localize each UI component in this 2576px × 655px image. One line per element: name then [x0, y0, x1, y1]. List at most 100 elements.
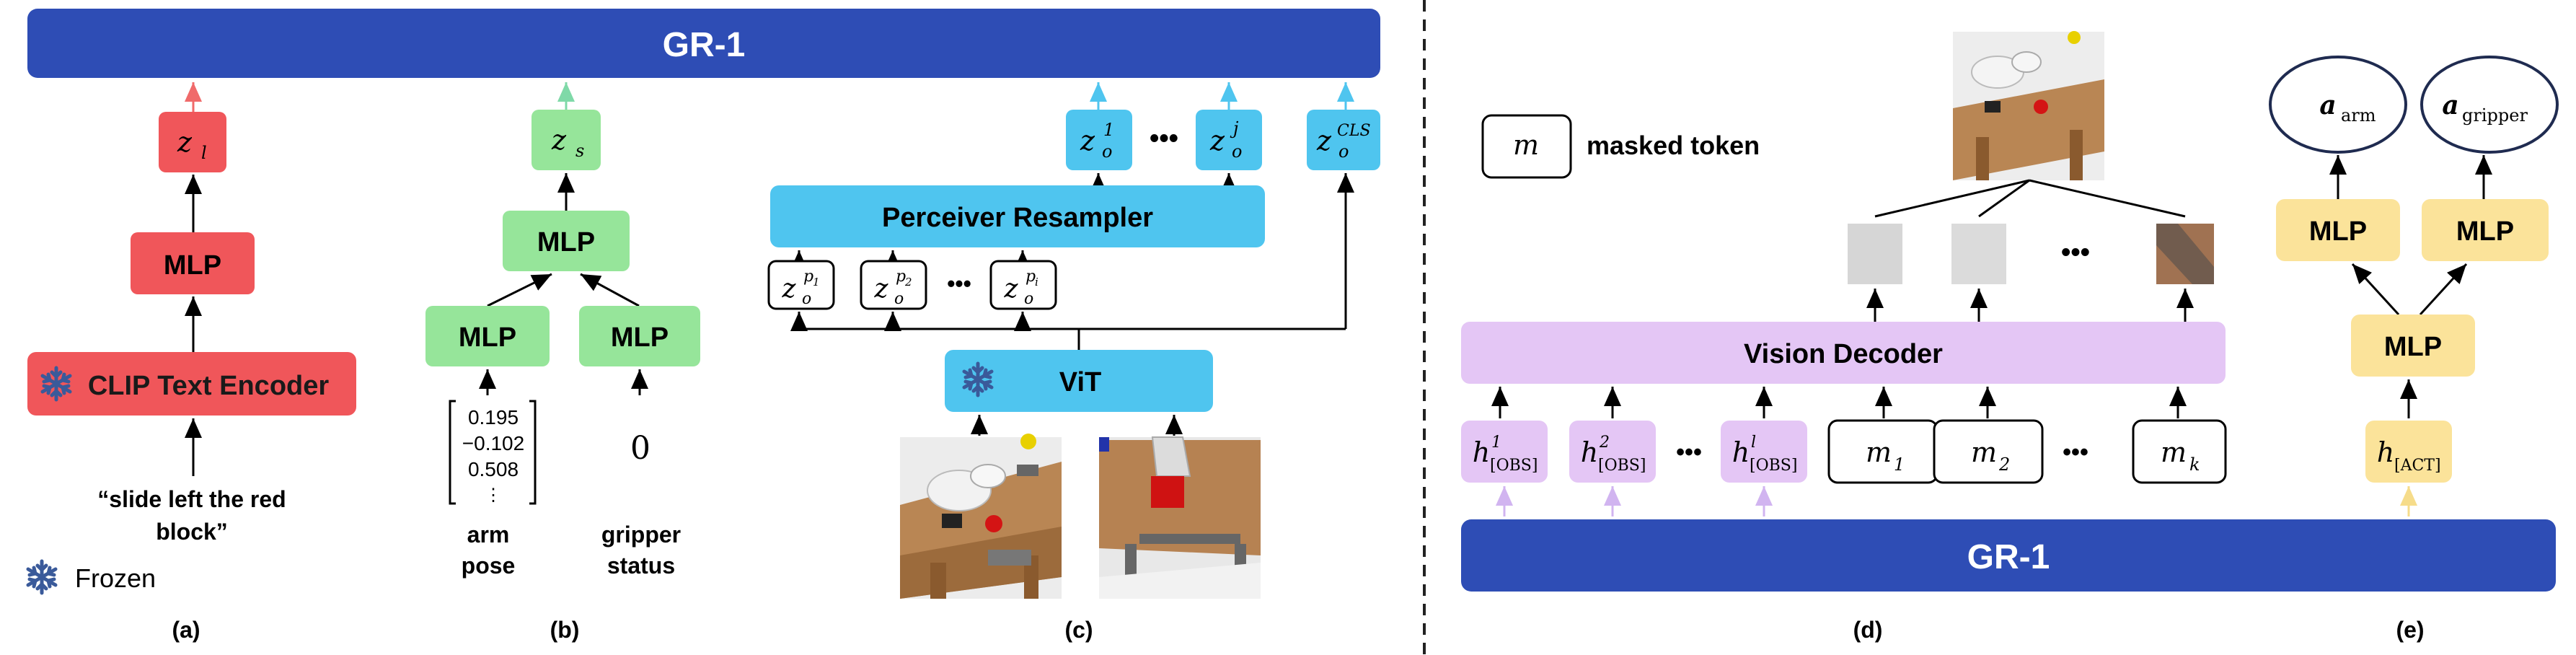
svg-text:h: h [1732, 436, 1750, 468]
gripper-observation-image [1099, 436, 1261, 599]
svg-text:o: o [1232, 141, 1242, 162]
svg-text:[OBS]: [OBS] [1598, 457, 1646, 475]
mlp-b-top-label: MLP [537, 227, 595, 258]
patch-ellipsis: ••• [2061, 237, 2090, 268]
top-gr1-label: GR-1 [663, 26, 746, 64]
svg-text:o: o [802, 290, 811, 308]
svg-text:1: 1 [1894, 454, 1905, 475]
vision-decoder-block [1461, 322, 2226, 384]
svg-text:2: 2 [1998, 454, 2010, 475]
bottom-gr1-label: GR-1 [1967, 538, 2050, 576]
svg-text:z: z [782, 274, 797, 304]
svg-text:m: m [2161, 436, 2187, 468]
mlp-a-block [131, 232, 255, 294]
panel-e: a arm a gripper MLP MLP MLP h [ACT] (e) [2269, 56, 2559, 643]
clip-text-encoder-label: CLIP Text Encoder [88, 371, 330, 401]
masked-token-legend-box [1481, 114, 1572, 179]
vision-decoder-label: Vision Decoder [1744, 339, 1943, 369]
mlp-b-top-block [503, 211, 630, 271]
third-person-observation-image [900, 434, 1062, 599]
svg-text:CLS: CLS [1337, 122, 1371, 140]
instruction-line-1: “slide left the red [97, 486, 286, 512]
snowflake-icon [28, 561, 56, 593]
z-o-1-token [1066, 110, 1132, 170]
z-o-p2-token [860, 260, 927, 310]
mlp-b-right-block [579, 306, 700, 366]
arrow-mlp-right-to-top [580, 273, 640, 307]
p-token-ellipsis: ••• [947, 271, 971, 296]
svg-text:gripper: gripper [2462, 105, 2528, 126]
pose-value-1: 0.195 [468, 406, 519, 428]
z-l-sub: l [201, 143, 207, 163]
pose-value-3: 0.508 [468, 458, 519, 480]
svg-text:l: l [1751, 434, 1756, 452]
svg-text:o: o [894, 290, 904, 308]
svg-text:o: o [1338, 141, 1349, 162]
caption-d: (d) [1853, 617, 1883, 643]
masked-token-legend-symbol: m [1513, 129, 1539, 161]
caption-c: (c) [1064, 617, 1093, 643]
clip-text-encoder-block [27, 352, 356, 416]
svg-text:a: a [2319, 90, 2336, 120]
h-obs-1-token [1461, 421, 1548, 483]
pose-value-more: ⋮ [485, 485, 502, 505]
mlp-e-left-label: MLP [2309, 216, 2367, 247]
mlp-b-left-label: MLP [459, 322, 516, 353]
frozen-legend-label: Frozen [75, 563, 156, 593]
z-l-label: z [177, 126, 193, 158]
a-arm-output [2269, 56, 2407, 154]
svg-text:z: z [874, 274, 889, 304]
svg-text:a: a [2442, 90, 2458, 120]
svg-text:i: i [1035, 276, 1038, 289]
svg-text:h: h [2377, 436, 2394, 468]
svg-text:h: h [1473, 436, 1490, 468]
z-l-token [159, 112, 226, 172]
svg-text:z: z [1316, 125, 1332, 157]
z-s-token [531, 110, 601, 170]
panel-c: z o 1 ••• z o j z o CLS Perceiver Resamp… [767, 82, 1380, 643]
mlp-e-bottom-block [2351, 315, 2475, 377]
instruction-line-2: block” [156, 519, 228, 545]
mlp-a-label: MLP [164, 250, 221, 281]
predicted-patch-2 [1951, 224, 2006, 284]
svg-text:1: 1 [1103, 120, 1114, 140]
caption-a: (a) [172, 617, 200, 643]
svg-text:m: m [1971, 436, 1997, 468]
m-2-token [1933, 419, 2044, 484]
svg-text:arm: arm [2341, 105, 2376, 126]
m-k-token [2132, 419, 2227, 484]
top-gr1-banner: GR-1 [27, 9, 1380, 78]
mlp-e-left-block [2276, 199, 2400, 261]
vit-label: ViT [1059, 367, 1101, 397]
predicted-patch-k [2156, 224, 2214, 284]
svg-text:h: h [1581, 436, 1598, 468]
svg-text:p: p [896, 268, 906, 286]
svg-text:k: k [2189, 454, 2200, 475]
svg-text:1: 1 [1491, 434, 1501, 452]
mlp-e-right-label: MLP [2456, 216, 2514, 247]
gripper-status-label-2: status [607, 553, 675, 579]
arm-pose-label-2: pose [462, 553, 516, 579]
z-o-p1-token [767, 260, 835, 310]
perceiver-resampler-label: Perceiver Resampler [882, 203, 1153, 233]
svg-text:[OBS]: [OBS] [1750, 457, 1797, 475]
svg-text:z: z [1209, 125, 1225, 157]
z-o-j-token [1196, 110, 1262, 170]
mlp-b-left-block [425, 306, 550, 366]
mlp-b-right-label: MLP [611, 322, 669, 353]
svg-text:o: o [1102, 141, 1112, 162]
pose-value-2: −0.102 [462, 432, 524, 454]
gripper-status-label-1: gripper [601, 522, 681, 548]
panel-d: m masked token ••• Vi [1461, 31, 2227, 643]
svg-text:p: p [803, 268, 813, 286]
svg-text:z: z [1004, 274, 1019, 304]
h-act-token [2365, 421, 2452, 483]
svg-text:2: 2 [1599, 434, 1610, 452]
perceiver-resampler-block [770, 185, 1265, 247]
arm-pose-label-1: arm [467, 522, 510, 548]
z-s-sub: s [575, 141, 584, 161]
svg-text:[ACT]: [ACT] [2394, 457, 2441, 475]
panel-a: z l MLP CLIP Text Encoder “slide left th… [27, 82, 356, 643]
h-obs-l-token [1721, 421, 1807, 483]
